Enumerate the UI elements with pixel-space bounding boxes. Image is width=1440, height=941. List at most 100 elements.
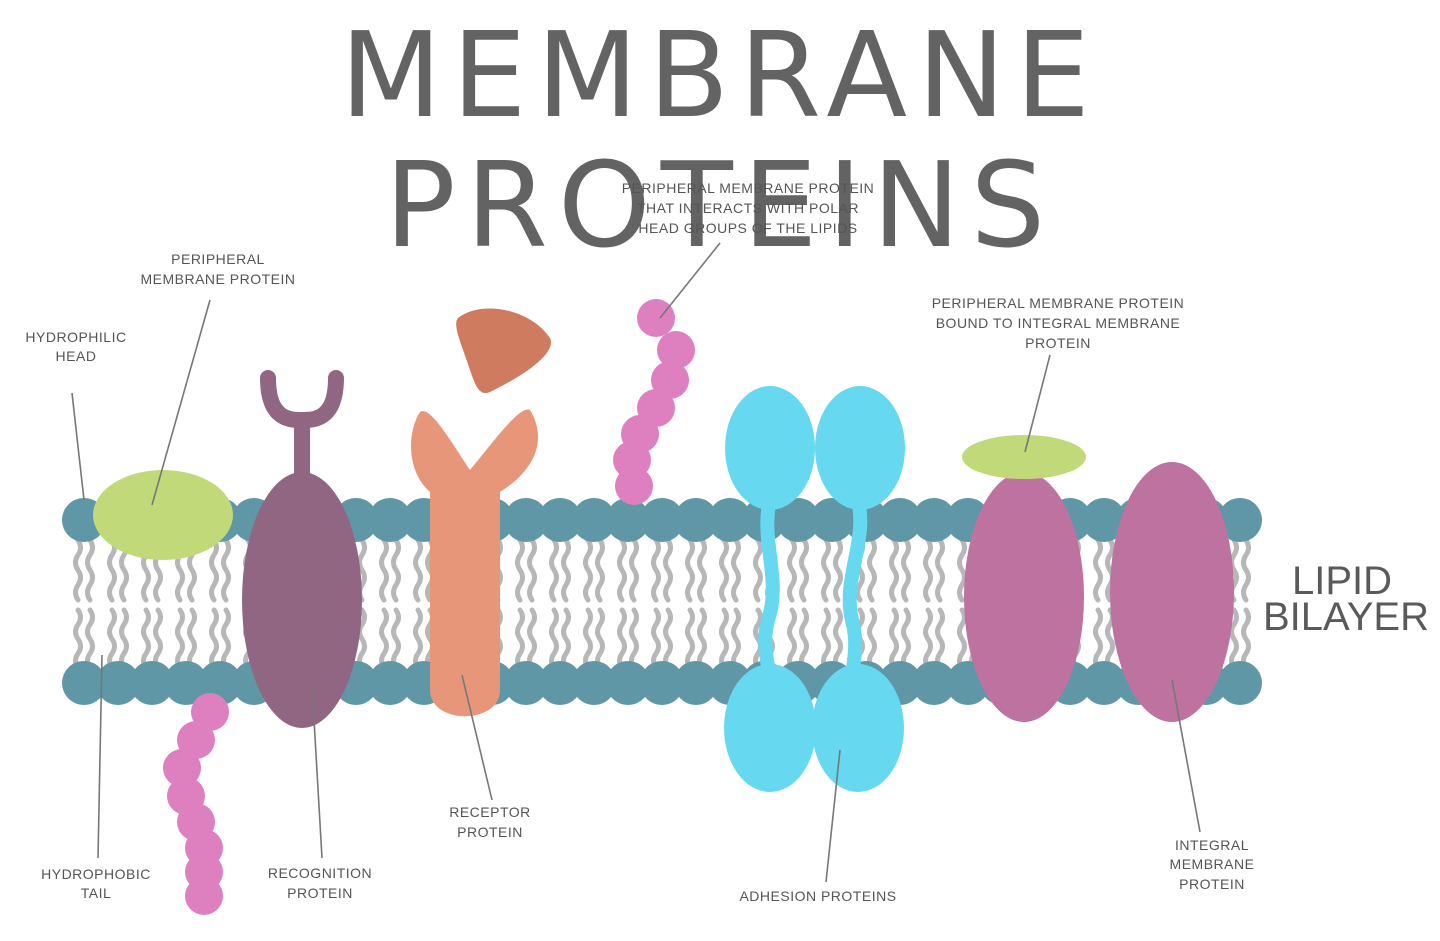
integral-membrane-protein (1110, 462, 1234, 722)
lipid-tail (923, 537, 933, 603)
lipid-tail (935, 607, 945, 671)
lipid-tail (821, 607, 831, 671)
lipid-tail (413, 537, 423, 603)
lipid-tail (595, 537, 605, 603)
lipid-tail (787, 537, 797, 603)
lipid-tail (799, 607, 809, 671)
lipid-tail (651, 537, 661, 603)
chain-bead (191, 693, 229, 731)
label-integral-protein: INTEGRAL MEMBRANE PROTEIN (1170, 837, 1255, 892)
lipid-tail (119, 607, 129, 671)
lipid-tail (141, 607, 151, 671)
lipid-tail (549, 537, 559, 603)
label-receptor-protein: RECEPTOR PROTEIN (449, 804, 531, 840)
lipid-tail (889, 607, 899, 671)
label-line: BOUND TO INTEGRAL MEMBRANE (936, 315, 1181, 331)
lipid-tail (561, 607, 571, 671)
lipid-tail (731, 537, 741, 603)
label-line: HYDROPHOBIC (41, 866, 151, 882)
label-line: PROTEIN (1179, 876, 1245, 892)
label-recognition-protein: RECOGNITION PROTEIN (268, 865, 372, 901)
lipid-tail (1093, 607, 1103, 671)
diagram-title: MEMBRANE PROTEINS (340, 6, 1100, 274)
lipid-tail (107, 607, 117, 671)
lipid-tail (515, 537, 525, 603)
leader-lines (71, 242, 1201, 883)
signal-molecule (456, 308, 552, 394)
label-line: MEMBRANE (1170, 856, 1255, 872)
lipid-head (538, 498, 582, 542)
lipid-tail (867, 537, 877, 603)
peripheral-membrane-protein (93, 470, 233, 560)
lipid-tail (527, 607, 537, 671)
label-hydrophilic-head: HYDROPHILIC HEAD (25, 329, 126, 364)
lipid-tail (1241, 607, 1251, 671)
lipid-tail (187, 607, 197, 671)
lipid-tail (379, 607, 389, 671)
lipid-head (674, 661, 718, 705)
lipid-head (96, 661, 140, 705)
chain-bead (651, 361, 689, 399)
lipid-tail (391, 537, 401, 603)
label-line: ADHESION PROTEINS (739, 888, 896, 904)
lipid-tail (413, 607, 423, 671)
lipid-tail (617, 537, 627, 603)
lipid-tail (787, 607, 797, 671)
lipid-head (164, 661, 208, 705)
lipid-tail (957, 537, 967, 603)
lipid-head (368, 661, 412, 705)
lipid-head (1218, 661, 1262, 705)
lipid-tail (731, 607, 741, 671)
lipid-head (504, 661, 548, 705)
peripheral-chain-bottom (163, 693, 229, 915)
lipid-head (674, 498, 718, 542)
label-peripheral-polar: PERIPHERAL MEMBRANE PROTEIN THAT INTERAC… (622, 180, 875, 236)
lipid-head (640, 498, 684, 542)
recognition-protein (242, 370, 362, 728)
label-line: THAT INTERACTS WITH POLAR (637, 200, 859, 216)
lipid-tail (221, 537, 231, 603)
lipid-head (1082, 498, 1126, 542)
lipid-tail (391, 607, 401, 671)
chain-bead (177, 721, 215, 759)
lipid-tail (957, 607, 967, 671)
lipid-tail (697, 537, 707, 603)
lipid-tail (935, 537, 945, 603)
lipid-tail (617, 607, 627, 671)
lipid-head (504, 498, 548, 542)
label-line: RECEPTOR (449, 804, 531, 820)
lipid-head (810, 498, 854, 542)
label-line: PERIPHERAL MEMBRANE PROTEIN (622, 180, 875, 196)
lipid-tail (697, 607, 707, 671)
label-line: PROTEIN (457, 824, 523, 840)
lipid-head (1082, 661, 1126, 705)
lipid-tail (209, 537, 219, 603)
lipid-tail (107, 537, 117, 603)
lipid-head (912, 661, 956, 705)
lipid-tail (629, 537, 639, 603)
label-line: LIPID (1292, 559, 1392, 603)
lipid-tail (923, 607, 933, 671)
label-line: HYDROPHILIC (25, 329, 126, 345)
label-peripheral-bound: PERIPHERAL MEMBRANE PROTEIN BOUND TO INT… (932, 295, 1185, 351)
lipid-tail (629, 607, 639, 671)
label-hydrophobic-tail: HYDROPHOBIC TAIL (41, 866, 151, 901)
lipid-tail (583, 537, 593, 603)
lipid-tail (685, 537, 695, 603)
chain-bead (615, 467, 653, 505)
lipid-tail (561, 537, 571, 603)
lipid-tail (515, 607, 525, 671)
lipid-head (912, 498, 956, 542)
lipid-tail (1105, 537, 1115, 603)
lipid-head (640, 661, 684, 705)
lipid-tail (663, 537, 673, 603)
lipid-tail (753, 607, 763, 671)
label-line: PERIPHERAL MEMBRANE PROTEIN (932, 295, 1185, 311)
label-peripheral-protein: PERIPHERAL MEMBRANE PROTEIN (140, 251, 295, 287)
lipid-head (708, 498, 752, 542)
lipid-tail (85, 537, 95, 603)
lipid-tail (833, 537, 843, 603)
lipid-head (1218, 498, 1262, 542)
label-line: MEMBRANE PROTEIN (140, 271, 295, 287)
